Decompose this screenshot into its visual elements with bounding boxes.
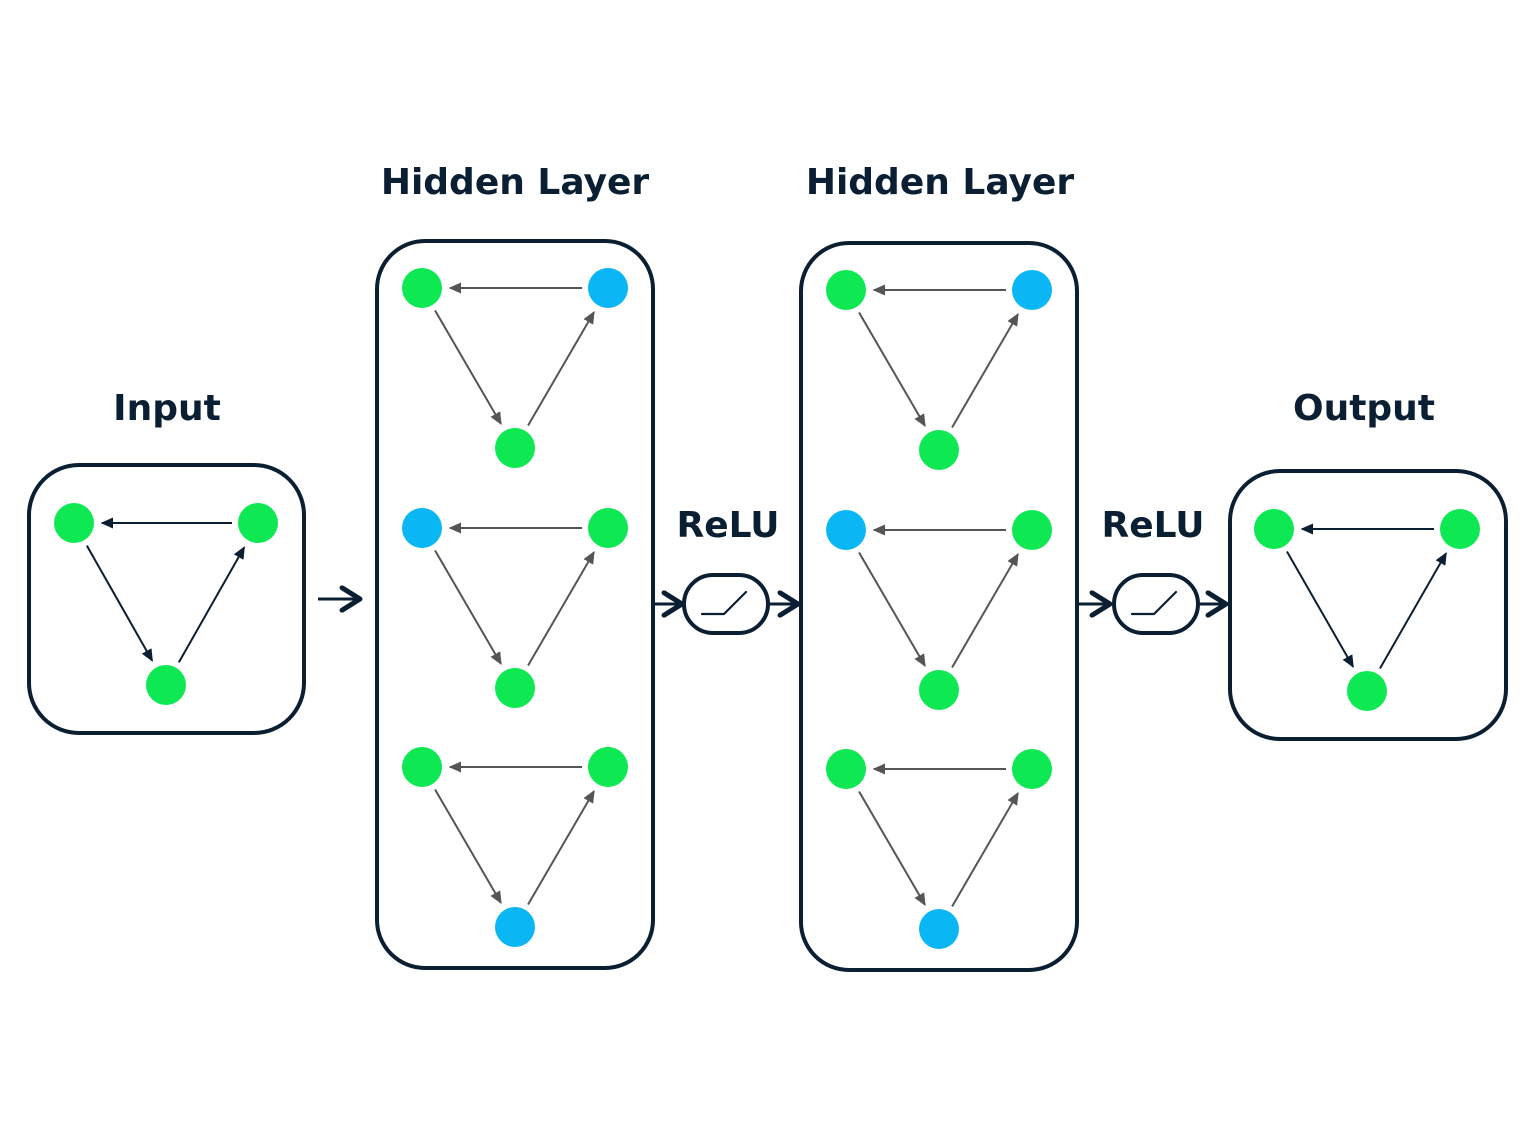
hidden-layer-2-cell-3-edge-left: [858, 790, 926, 907]
input-cell-node-top-right: [238, 503, 278, 543]
hidden-layer-2-cell-1-node-top-left: [826, 270, 866, 310]
relu-2-box-activation-curve: [1130, 590, 1178, 616]
output-cell-edge-right: [1379, 552, 1447, 669]
hidden-layer-1-cell-3-edge-right: [527, 789, 595, 906]
hidden-layer-1-panel: [375, 239, 655, 970]
relu-1-box-activation-curve: [700, 590, 748, 616]
hidden-layer-2-panel: [799, 241, 1079, 972]
relu-1-label: ReLU: [676, 505, 780, 546]
hidden-layer-1-cell-3-node-top-right: [588, 747, 628, 787]
hidden-layer-1-cell-2-node-top-right: [588, 508, 628, 548]
relu-1-box: [682, 573, 770, 635]
output-cell-node-bottom: [1347, 671, 1387, 711]
hidden-layer-2-cell-3-node-top-right: [1012, 749, 1052, 789]
hidden-layer-2-cell-3-node-top-left: [826, 749, 866, 789]
input-label: Input: [113, 388, 221, 429]
hidden-layer-2-cell-1-edge-right: [951, 312, 1019, 429]
hidden-layer-2-cell-3-node-bottom: [919, 909, 959, 949]
hidden-layer-1-cell-2-node-bottom: [495, 668, 535, 708]
input-cell-node-top-left: [54, 503, 94, 543]
hidden-layer-2-cell-3-edge-right: [951, 791, 1019, 908]
output-cell-edge-left: [1286, 551, 1354, 668]
hidden-layer-1-cell-1-edge-right: [527, 310, 595, 427]
input-panel: [27, 463, 306, 735]
output-cell-node-top-right: [1440, 509, 1480, 549]
hidden-layer-1-cell-3-node-bottom: [495, 907, 535, 947]
input-cell-node-bottom: [146, 665, 186, 705]
hidden-layer-2-cell-2-edge-right: [951, 552, 1019, 669]
relu-2-label: ReLU: [1101, 505, 1205, 546]
hidden-layer-2-cell-2-node-top-right: [1012, 510, 1052, 550]
hidden-layer-2-cell-2-node-bottom: [919, 670, 959, 710]
hidden-layer-1-cell-3-edge-left: [434, 788, 502, 905]
hidden-layer-2-cell-2-edge-left: [858, 551, 926, 668]
hidden-layer-1-cell-2-edge-right: [527, 550, 595, 667]
hidden-layer-2-cell-1-node-top-right: [1012, 270, 1052, 310]
hidden-layer-1-cell-3-node-top-left: [402, 747, 442, 787]
hidden-layer-2-label: Hidden Layer: [805, 162, 1075, 203]
input-cell-edge-right: [177, 546, 246, 663]
hidden-layer-1-cell-1-edge-left: [434, 309, 502, 426]
output-label: Output: [1292, 388, 1436, 429]
relu-2-box: [1112, 573, 1200, 635]
output-cell-node-top-left: [1254, 509, 1294, 549]
hidden-layer-1-cell-1-node-top-left: [402, 268, 442, 308]
hidden-layer-2-cell-1-node-bottom: [919, 430, 959, 470]
output-panel: [1228, 469, 1508, 741]
hidden-layer-1-cell-2-node-top-left: [402, 508, 442, 548]
hidden-layer-1-label: Hidden Layer: [380, 162, 650, 203]
hidden-layer-1-cell-1-node-bottom: [495, 428, 535, 468]
hidden-layer-1-cell-2-edge-left: [434, 549, 502, 666]
input-cell-edge-left: [85, 545, 154, 662]
hidden-layer-2-cell-1-edge-left: [858, 311, 926, 428]
hidden-layer-1-cell-1-node-top-right: [588, 268, 628, 308]
hidden-layer-2-cell-2-node-top-left: [826, 510, 866, 550]
